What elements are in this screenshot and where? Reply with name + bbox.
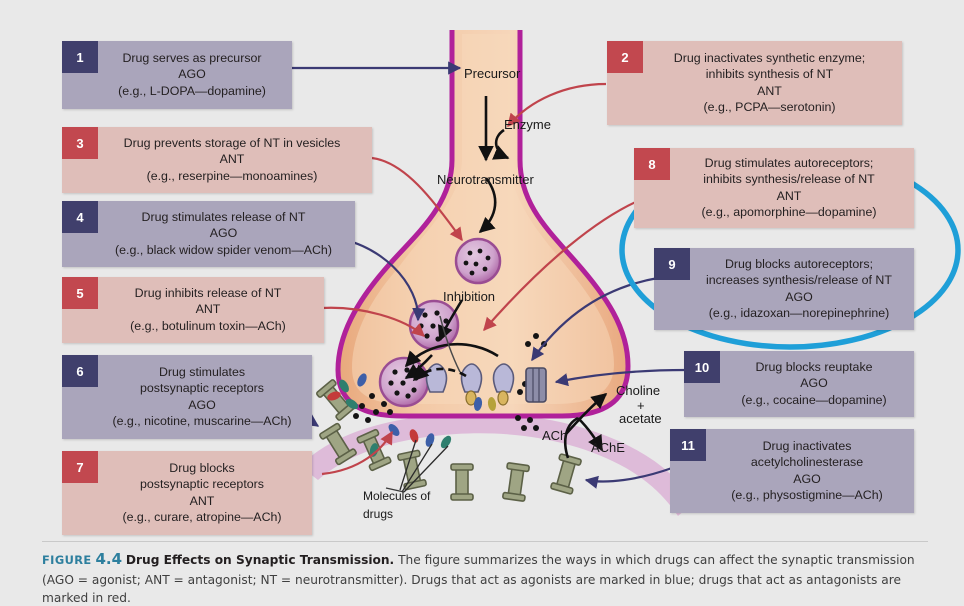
figure-caption: FIGURE 4.4 Drug Effects on Synaptic Tran… (42, 548, 928, 606)
callout-11-line-4: (e.g., physostigmine—ACh) (731, 488, 883, 502)
callout-3-line-3: (e.g., reserpine—monoamines) (146, 168, 318, 183)
callout-4-line-1: Drug stimulates release of NT (141, 209, 306, 224)
callout-box-1[interactable]: 1 Drug serves as precursor AGO (e.g., L-… (62, 41, 292, 109)
callout-1-line-3: (e.g., L-DOPA—dopamine) (118, 83, 266, 98)
callout-box-8[interactable]: 8 Drug stimulates autoreceptors; inhibit… (634, 148, 914, 228)
callout-text-10: Drug blocks reuptake AGO (e.g., cocaine—… (720, 351, 914, 417)
label-molecules-of: Molecules of (363, 489, 431, 503)
callout-5-line-1: Drug inhibits release of NT (134, 285, 282, 300)
callout-10-line-1: Drug blocks reuptake (755, 359, 873, 374)
callout-2-line-1: Drug inactivates synthetic enzyme; (673, 50, 866, 65)
released-transmitter-dots (353, 381, 539, 431)
badge-number-4: 4 (62, 201, 98, 233)
caption-body-line-1: The figure summarizes the ways in which … (398, 553, 915, 567)
callout-4-line-2: AGO (209, 226, 238, 241)
callout-7-line-3: ANT (189, 493, 215, 508)
callout-11-line-3: AGO (793, 471, 821, 486)
callout-9-line-1: Drug blocks autoreceptors; (724, 256, 874, 271)
callout-text-5: Drug inhibits release of NT ANT (e.g., b… (98, 277, 324, 343)
callout-6-line-4: (e.g., nicotine, muscarine—ACh) (112, 414, 292, 428)
label-precursor: Precursor (464, 66, 521, 81)
drug-molecule-group (327, 373, 497, 493)
badge-number-1: 1 (62, 41, 98, 73)
label-ache: AChE (591, 440, 625, 455)
callout-box-11[interactable]: 11 Drug inactivates acetylcholinesterase… (670, 429, 914, 513)
label-inhibition: Inhibition (443, 289, 496, 304)
callout-box-4[interactable]: 4 Drug stimulates release of NT AGO (e.g… (62, 201, 355, 267)
callout-8-line-2: inhibits synthesis/release of NT (703, 172, 875, 186)
callout-7-line-4: (e.g., curare, atropine—ACh) (122, 510, 282, 524)
badge-number-3: 3 (62, 127, 98, 159)
callout-text-8: Drug stimulates autoreceptors; inhibits … (670, 148, 914, 228)
callout-box-5[interactable]: 5 Drug inhibits release of NT ANT (e.g.,… (62, 277, 324, 343)
callout-11-line-2: acetylcholinesterase (750, 455, 864, 469)
callout-box-10[interactable]: 10 Drug blocks reuptake AGO (e.g., cocai… (684, 351, 914, 417)
membrane-protein-group (425, 333, 547, 406)
callout-text-11: Drug inactivates acetylcholinesterase AG… (706, 429, 914, 513)
callout-7-line-1: Drug blocks (169, 460, 235, 475)
badge-number-7: 7 (62, 451, 98, 483)
callout-text-1: Drug serves as precursor AGO (e.g., L-DO… (98, 41, 292, 109)
callout-4-line-3: (e.g., black widow spider venom—ACh) (115, 242, 332, 257)
callout-7-line-2: postsynaptic receptors (140, 477, 264, 491)
label-plus-sign: + (637, 398, 645, 413)
callout-6-line-3: AGO (188, 397, 216, 412)
label-ach: ACh (542, 428, 568, 443)
callout-text-6: Drug stimulates postsynaptic receptors A… (98, 355, 312, 439)
callout-box-9[interactable]: 9 Drug blocks autoreceptors; increases s… (654, 248, 914, 330)
release-arrow (404, 342, 499, 368)
callout-11-line-1: Drug inactivates (762, 438, 852, 453)
callout-2-line-3: ANT (757, 83, 782, 98)
callout-text-3: Drug prevents storage of NT in vesicles … (98, 127, 372, 193)
label-neurotransmitter: Neurotransmitter (437, 172, 534, 187)
callout-3-line-1: Drug prevents storage of NT in vesicles (123, 135, 341, 150)
callout-text-7: Drug blocks postsynaptic receptors ANT (… (98, 451, 312, 535)
callout-9-line-3: AGO (785, 289, 813, 304)
callout-2-line-2: inhibits synthesis of NT (705, 67, 834, 81)
callout-10-line-2: AGO (800, 376, 828, 391)
synthesis-arrow-group (404, 96, 510, 380)
label-choline: Choline (616, 383, 661, 398)
callout-8-line-4: (e.g., apomorphine—dopamine) (701, 205, 877, 219)
callout-box-7[interactable]: 7 Drug blocks postsynaptic receptors ANT… (62, 451, 312, 535)
badge-number-2: 2 (607, 41, 643, 73)
callout-5-line-2: ANT (195, 302, 221, 317)
callout-box-2[interactable]: 2 Drug inactivates synthetic enzyme; inh… (607, 41, 902, 125)
callout-1-line-2: AGO (178, 67, 206, 82)
callout-6-line-2: postsynaptic receptors (140, 381, 264, 395)
callout-text-2: Drug inactivates synthetic enzyme; inhib… (643, 41, 902, 125)
inhibition-leader-line (439, 315, 461, 373)
badge-number-8: 8 (634, 148, 670, 180)
callout-1-line-1: Drug serves as precursor (122, 50, 262, 65)
badge-number-11: 11 (670, 429, 706, 461)
callout-3-line-2: ANT (219, 152, 245, 167)
callout-box-3[interactable]: 3 Drug prevents storage of NT in vesicle… (62, 127, 372, 193)
badge-number-6: 6 (62, 355, 98, 387)
callout-9-line-2: increases synthesis/release of NT (706, 273, 892, 287)
callout-9-line-4: (e.g., idazoxan—norepinephrine) (708, 306, 890, 320)
callout-6-line-1: Drug stimulates (158, 364, 246, 379)
callout-8-line-3: ANT (776, 188, 802, 203)
caption-figure-word: FIGURE (42, 553, 92, 567)
callout-5-line-3: (e.g., botulinum toxin—ACh) (130, 318, 286, 333)
callout-2-line-4: (e.g., PCPA—serotonin) (703, 100, 836, 114)
caption-body-line-2: (AGO = agonist; ANT = antagonist; NT = n… (42, 572, 901, 606)
callout-text-4: Drug stimulates release of NT AGO (e.g.,… (98, 201, 355, 267)
caption-divider (42, 541, 928, 542)
caption-title: Drug Effects on Synaptic Transmission. (125, 553, 395, 567)
vesicle-group (378, 237, 502, 408)
caption-figure-number: 4.4 (95, 550, 123, 568)
callout-text-9: Drug blocks autoreceptors; increases syn… (690, 248, 914, 330)
callout-10-line-3: (e.g., cocaine—dopamine) (741, 392, 887, 407)
badge-number-10: 10 (684, 351, 720, 383)
callout-8-line-1: Drug stimulates autoreceptors; (704, 155, 874, 170)
badge-number-9: 9 (654, 248, 690, 280)
badge-number-5: 5 (62, 277, 98, 309)
label-acetate: acetate (619, 411, 662, 426)
callout-box-6[interactable]: 6 Drug stimulates postsynaptic receptors… (62, 355, 312, 439)
label-enzyme: Enzyme (504, 117, 551, 132)
inhibition-dashed-arrow (412, 364, 467, 382)
label-molecules-drugs: drugs (363, 507, 394, 521)
